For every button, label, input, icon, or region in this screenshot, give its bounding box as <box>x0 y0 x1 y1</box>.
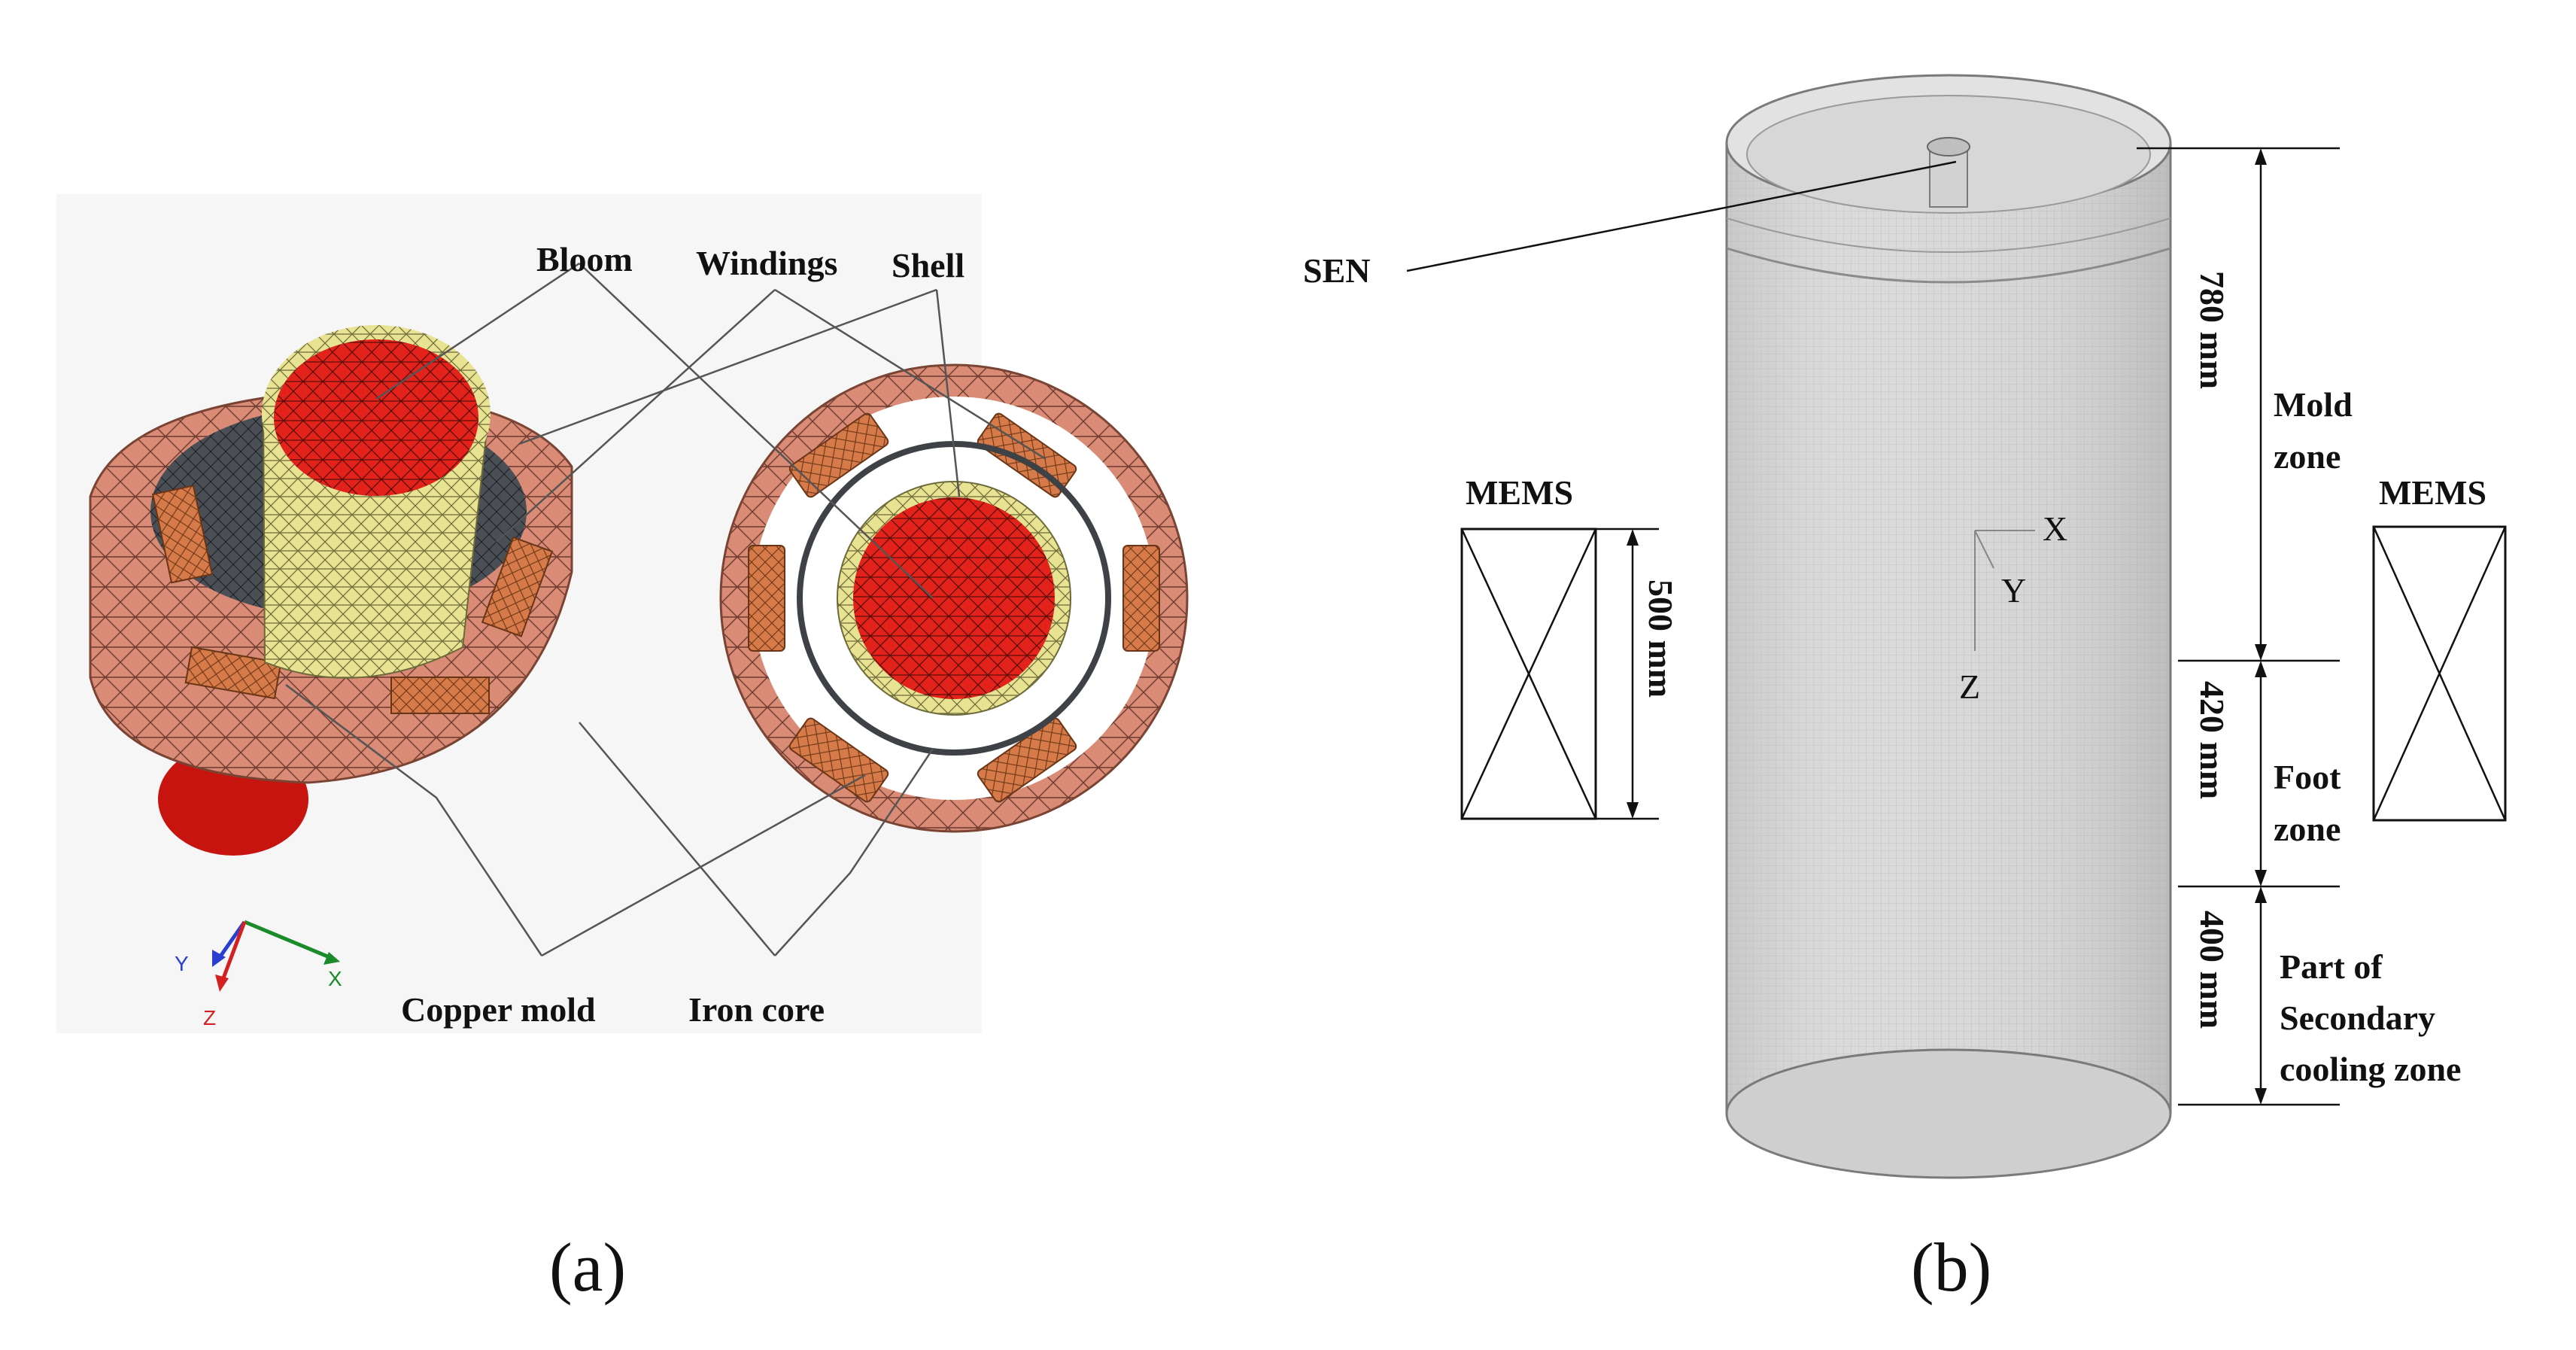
cylinder-body-shading <box>1727 143 2170 1114</box>
bloom-section <box>853 497 1055 699</box>
label-mold-zone-2: zone <box>2274 437 2341 476</box>
caption-a: (a) <box>549 1229 626 1306</box>
panel-a: Bloom Windings Shell Copper mold Iron co… <box>56 194 1189 1306</box>
triad-a-z-arrow <box>215 974 229 992</box>
label-sec-zone-3: cooling zone <box>2280 1050 2461 1088</box>
leader-shell-2 <box>935 289 961 497</box>
triad-b-y-axis <box>1974 530 1994 569</box>
leader-bloom-1 <box>375 262 580 400</box>
dim-mold-arrow-top <box>2255 148 2267 165</box>
caption-b: (b) <box>1911 1229 1991 1306</box>
cross-section <box>719 363 1189 833</box>
axis-triad-a: X Y Z <box>175 920 342 1029</box>
strand-cylinder: X Y Z <box>1725 74 2172 1179</box>
mold-bottom-edge <box>1726 247 2171 284</box>
zone-dimensions: 780 mm 420 mm 400 mm Mold zone Foot zone… <box>2137 147 2461 1106</box>
winding-block-2 <box>481 536 554 637</box>
winding-right <box>1122 545 1160 652</box>
leader-iron-2 <box>774 748 934 956</box>
mems-left-diag-2 <box>1460 528 1597 819</box>
leader-copper-2 <box>541 774 866 957</box>
mems-left-dim-arrow-bottom <box>1627 802 1639 819</box>
bloom-top-face <box>274 339 478 496</box>
panel-a-leader-lines <box>285 262 1046 957</box>
dim-sec-arrow-top <box>2255 886 2267 903</box>
cylinder-bottom <box>1725 1048 2172 1179</box>
dim-mold-arrow-bottom <box>2255 644 2267 661</box>
label-mems-height: 500 mm <box>1642 579 1680 698</box>
label-sec-zone-1: Part of <box>2280 947 2383 986</box>
mems-left-box <box>1460 528 1597 820</box>
triad-b-y-label: Y <box>2001 571 2026 610</box>
label-foot-zone-2: zone <box>2274 810 2341 848</box>
winding-bottom-right <box>977 717 1077 803</box>
label-bloom: Bloom <box>536 240 633 278</box>
triad-b-z-label: Z <box>1959 667 1980 706</box>
label-mems-right: MEMS <box>2379 473 2486 512</box>
label-secondary-length: 400 mm <box>2193 911 2231 1029</box>
mems-left: MEMS 500 mm <box>1460 473 1680 820</box>
triad-a-z-axis <box>220 921 247 983</box>
triad-a-y-arrow <box>212 950 226 967</box>
leader-copper-1 <box>285 684 543 956</box>
label-mold-length: 780 mm <box>2193 271 2231 389</box>
winding-top-left <box>788 412 889 498</box>
label-sen: SEN <box>1303 251 1370 290</box>
label-shell: Shell <box>892 246 964 284</box>
triad-b-x-label: X <box>2043 509 2067 548</box>
mems-left-dim-arrow-top <box>1627 529 1639 546</box>
winding-left <box>748 545 785 652</box>
triad-a-y-axis <box>216 920 247 961</box>
perspective-assembly <box>89 325 573 856</box>
winding-block-3 <box>390 677 490 714</box>
dim-foot-arrow-top <box>2255 661 2267 677</box>
dim-sec-arrow-bottom <box>2255 1088 2267 1105</box>
leader-iron-1 <box>579 722 776 956</box>
label-foot-length: 420 mm <box>2193 681 2231 799</box>
triad-a-y-label: Y <box>175 952 189 975</box>
mems-right-diag-2 <box>2372 526 2507 821</box>
leader-shell-1 <box>518 288 937 445</box>
leader-windings-1 <box>496 289 776 543</box>
triad-a-x-arrow <box>324 952 340 965</box>
label-foot-zone-1: Foot <box>2274 758 2341 796</box>
triad-a-z-label: Z <box>203 1006 216 1029</box>
dim-foot-arrow-bottom <box>2255 870 2267 886</box>
label-mems-left: MEMS <box>1466 473 1573 512</box>
label-windings: Windings <box>696 244 837 282</box>
panel-b: X Y Z SEN MEMS 500 mm MEMS <box>1303 74 2507 1306</box>
mold-inner-edge <box>1726 217 2171 253</box>
label-copper-mold: Copper mold <box>401 990 596 1029</box>
winding-bottom-left <box>788 717 889 803</box>
winding-block-4 <box>184 646 282 700</box>
sen-nozzle-top <box>1927 137 1970 157</box>
mems-right: MEMS <box>2372 473 2507 822</box>
label-sec-zone-2: Secondary <box>2280 999 2435 1037</box>
windings-group <box>748 412 1160 803</box>
winding-block-1 <box>151 485 214 584</box>
leader-bloom-2 <box>579 263 934 599</box>
triad-a-x-axis <box>244 920 336 962</box>
leader-sen <box>1406 160 1957 272</box>
mems-right-box <box>2372 525 2507 822</box>
leader-windings-2 <box>774 288 1046 461</box>
label-mold-zone-1: Mold <box>2274 385 2353 424</box>
label-iron-core: Iron core <box>688 990 825 1029</box>
triad-a-x-label: X <box>328 967 342 990</box>
